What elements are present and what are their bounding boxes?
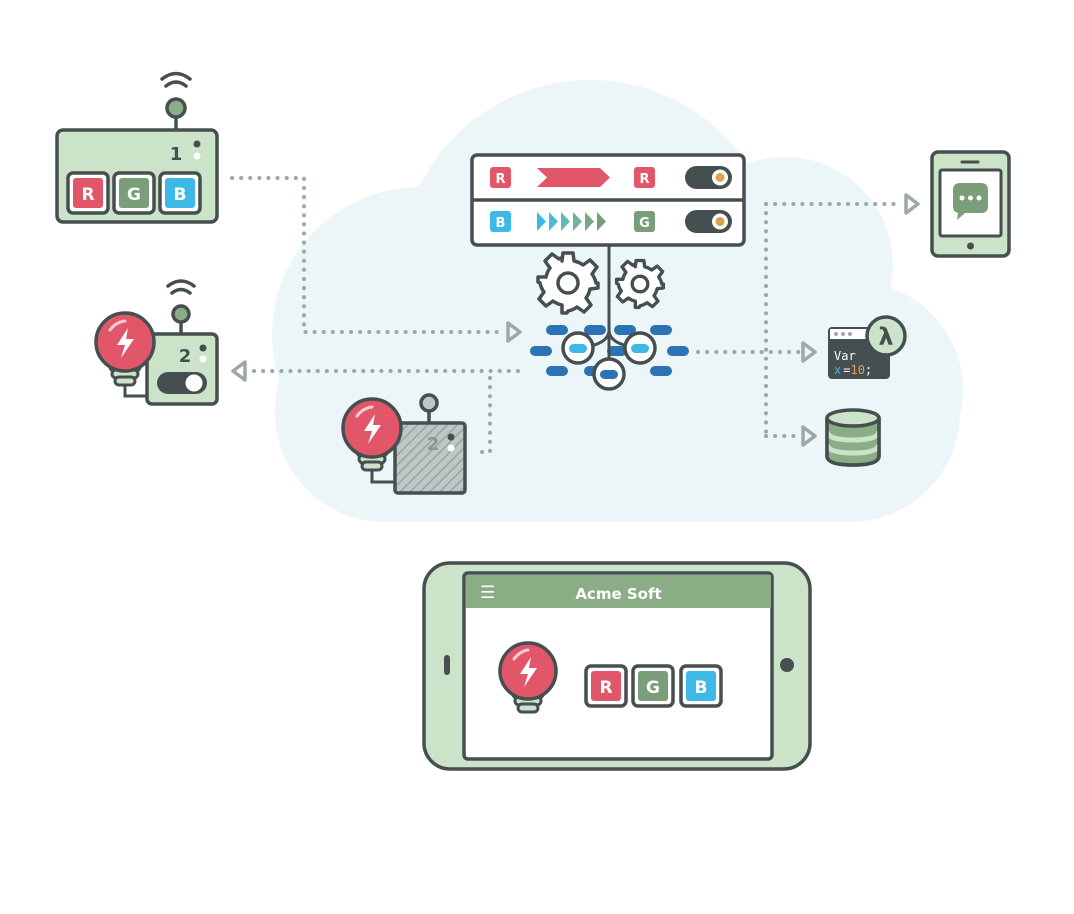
rule-1-input: R	[495, 172, 505, 187]
chat-bubble-icon	[953, 183, 988, 220]
antenna-knob	[165, 97, 187, 119]
stream-node	[623, 331, 657, 365]
line-ghost-to-stream	[474, 376, 492, 454]
ghost-bulb	[341, 397, 403, 472]
app-blue-label: B	[695, 678, 708, 698]
lambda-icon	[865, 315, 907, 357]
device1-rgb-buttons: R G B	[66, 171, 202, 215]
rule-row-1: R R	[490, 166, 732, 189]
tablet-device	[930, 150, 1011, 258]
device2-number: 2	[179, 346, 192, 367]
app-red-label: R	[599, 678, 612, 698]
status-led	[193, 152, 201, 160]
code-line-1: Var	[834, 349, 856, 363]
device2-ghost-body	[393, 421, 467, 495]
app-header-bar	[466, 575, 771, 608]
line-device1-to-stream	[230, 176, 507, 334]
data-stream-hub	[530, 325, 689, 391]
database-icon	[824, 408, 882, 467]
device1-green-label: G	[127, 185, 141, 205]
flow-arrows-red	[537, 168, 610, 187]
device1: 1 R G B	[55, 71, 219, 224]
wifi-icon	[160, 71, 192, 88]
wifi-icon	[166, 279, 196, 295]
antenna-knob	[171, 304, 191, 324]
device1-number: 1	[170, 144, 183, 165]
lightning-icon	[364, 414, 381, 444]
flow-arrows-gradient	[537, 212, 606, 231]
stream-node	[592, 357, 626, 391]
app-green-label: G	[646, 678, 660, 698]
rule-row-2: B G	[490, 210, 732, 233]
lambda-symbol: λ	[878, 323, 893, 351]
gear-icon	[614, 258, 666, 310]
rule-2-output: G	[639, 216, 650, 231]
app-title: Acme Soft	[575, 585, 662, 603]
device2-ghost: 2	[341, 393, 467, 495]
device2-switch-knob[interactable]	[185, 374, 203, 392]
app-bulb[interactable]	[498, 641, 558, 714]
arrow-into-tablet	[904, 193, 920, 215]
lightning-icon	[117, 328, 134, 358]
code-line-2: x=10;	[834, 363, 872, 377]
antenna-knob	[419, 393, 439, 413]
lambda-function: Var x=10; λ	[828, 315, 907, 379]
arrow-into-lambda	[801, 341, 817, 363]
device2: 2	[94, 279, 219, 406]
lightning-icon	[520, 657, 537, 687]
status-led	[193, 140, 201, 148]
rules-panel: R R B G	[470, 153, 746, 330]
app-rgb-buttons: R G B	[584, 664, 723, 708]
arrow-into-stream	[506, 321, 522, 343]
device2-bulb	[94, 311, 156, 387]
device2-ghost-number: 2	[427, 434, 440, 455]
device1-blue-label: B	[174, 185, 187, 205]
hamburger-menu-icon[interactable]: ☰	[480, 583, 496, 603]
gear-icon	[536, 251, 600, 315]
stream-node	[561, 331, 595, 365]
arrow-into-device2	[231, 360, 247, 382]
connection-lines	[230, 176, 902, 454]
phone-device: R G B	[422, 561, 812, 771]
rule-2-input: B	[496, 216, 506, 231]
arrowheads	[231, 193, 920, 447]
rule-1-output: R	[639, 172, 649, 187]
device1-red-label: R	[81, 185, 94, 205]
arrow-into-database	[801, 425, 817, 447]
